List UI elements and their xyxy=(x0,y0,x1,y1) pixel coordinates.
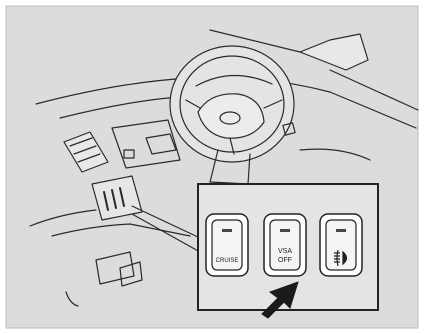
vsa-label-line2: OFF xyxy=(278,257,292,264)
cruise-label: CRUISE xyxy=(216,258,239,264)
cruise-switch-face xyxy=(211,219,243,271)
fog-light-icon xyxy=(334,249,348,267)
steering-emblem xyxy=(219,111,241,125)
a-pillar-line xyxy=(329,69,419,111)
hood-release-lever xyxy=(65,291,79,307)
right-dash-line xyxy=(299,148,371,161)
windshield-edge xyxy=(209,29,301,53)
dashboard-drawing xyxy=(29,29,419,307)
vsa-indicator-light xyxy=(280,229,290,232)
cruise-indicator-light xyxy=(222,229,232,232)
steering-hub xyxy=(197,93,265,139)
center-panel xyxy=(111,119,181,169)
fog-indicator-light xyxy=(336,229,346,232)
fog-switch-face xyxy=(325,219,357,271)
leader-line-bottom xyxy=(131,213,201,253)
vsa-off-switch[interactable]: VSA OFF xyxy=(263,213,307,277)
lower-dash-line xyxy=(29,209,97,227)
cruise-switch[interactable]: CRUISE xyxy=(205,213,249,277)
leader-line-top xyxy=(131,205,201,239)
dash-knob-panel xyxy=(145,133,177,155)
fog-light-switch[interactable] xyxy=(319,213,363,277)
switch-inset: CRUISE VSA OFF xyxy=(197,183,379,319)
lower-trim-line xyxy=(51,223,191,237)
left-vent xyxy=(63,131,109,173)
switch-cluster-buttons xyxy=(103,187,125,211)
pointer-arrow-icon xyxy=(261,281,299,319)
small-control xyxy=(123,149,135,159)
vsa-label-line1: VSA xyxy=(278,248,292,255)
rear-view-mirror xyxy=(299,33,369,71)
pedal-right xyxy=(119,261,143,287)
steering-wheel-inner xyxy=(179,55,285,153)
steering-spokes xyxy=(185,99,283,155)
right-vent xyxy=(282,122,296,136)
gauge-hood xyxy=(195,74,273,87)
switch-cluster-panel xyxy=(91,175,143,221)
pedal-left xyxy=(95,251,135,285)
vsa-switch-face xyxy=(269,219,301,271)
left-vent-slats xyxy=(69,137,101,163)
